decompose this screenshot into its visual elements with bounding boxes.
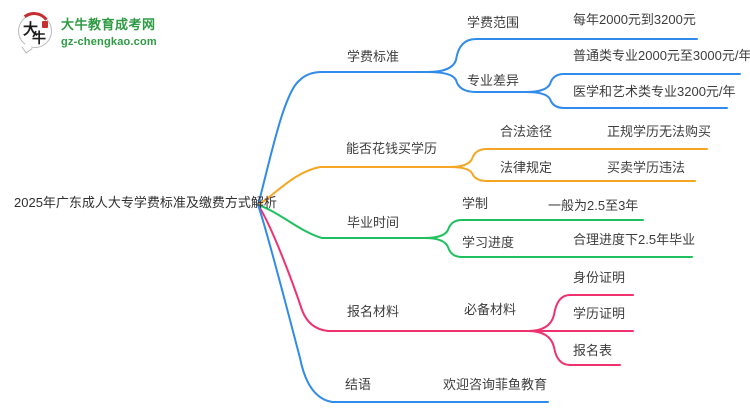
logo-char-niu: 牛 bbox=[32, 32, 46, 47]
branch-tuition-lines bbox=[257, 38, 741, 206]
leaf-medical-art-fee[interactable]: 医学和艺术类专业3200元/年 bbox=[573, 84, 736, 99]
branch-buy-diploma-lines bbox=[257, 148, 708, 206]
branch-conclusion-lines bbox=[257, 204, 549, 403]
branch-graduation-lines bbox=[257, 204, 693, 258]
site-name: 大牛教育成考网 bbox=[61, 17, 156, 32]
node-required-materials[interactable]: 必备材料 bbox=[464, 302, 517, 317]
node-buy-diploma[interactable]: 能否花钱买学历 bbox=[346, 141, 438, 156]
node-schooling-length[interactable]: 学制 bbox=[462, 196, 489, 211]
node-fee-range[interactable]: 学费范围 bbox=[467, 15, 520, 30]
node-conclusion[interactable]: 结语 bbox=[345, 377, 372, 392]
logo-bull-badge-icon: 大 牛 bbox=[14, 9, 54, 54]
leaf-study-progress-value[interactable]: 合理进度下2.5年毕业 bbox=[573, 232, 696, 247]
leaf-fee-range-value[interactable]: 每年2000元到3200元 bbox=[573, 12, 696, 27]
node-graduation-time[interactable]: 毕业时间 bbox=[347, 215, 400, 230]
leaf-trade-illegal[interactable]: 买卖学历违法 bbox=[607, 160, 686, 175]
logo-char-da: 大 bbox=[23, 22, 39, 38]
root-topic[interactable]: 2025年广东成人大专学费标准及缴费方式解析 bbox=[14, 195, 277, 210]
node-welcome-consult[interactable]: 欢迎咨询菲鱼教育 bbox=[443, 377, 548, 392]
node-law-rule[interactable]: 法律规定 bbox=[500, 160, 553, 175]
leaf-registration-form[interactable]: 报名表 bbox=[573, 343, 613, 358]
logo-seal-icon bbox=[42, 21, 48, 28]
node-legal-way[interactable]: 合法途径 bbox=[500, 124, 553, 139]
site-domain: gz-chengkao.com bbox=[61, 36, 157, 48]
node-major-difference[interactable]: 专业差异 bbox=[467, 73, 520, 88]
site-logo[interactable]: 大 牛 大牛教育成考网 gz-chengkao.com bbox=[14, 9, 157, 54]
branch-materials-lines bbox=[257, 204, 634, 366]
leaf-education-proof[interactable]: 学历证明 bbox=[573, 306, 626, 321]
node-registration-materials[interactable]: 报名材料 bbox=[347, 304, 400, 319]
leaf-cannot-buy[interactable]: 正规学历无法购买 bbox=[607, 124, 712, 139]
node-tuition-standard[interactable]: 学费标准 bbox=[347, 49, 400, 64]
node-study-progress[interactable]: 学习进度 bbox=[462, 235, 515, 250]
leaf-normal-major-fee[interactable]: 普通类专业2000元至3000元/年 bbox=[573, 48, 750, 63]
leaf-identity-proof[interactable]: 身份证明 bbox=[573, 270, 626, 285]
leaf-schooling-length-value[interactable]: 一般为2.5至3年 bbox=[548, 198, 639, 213]
